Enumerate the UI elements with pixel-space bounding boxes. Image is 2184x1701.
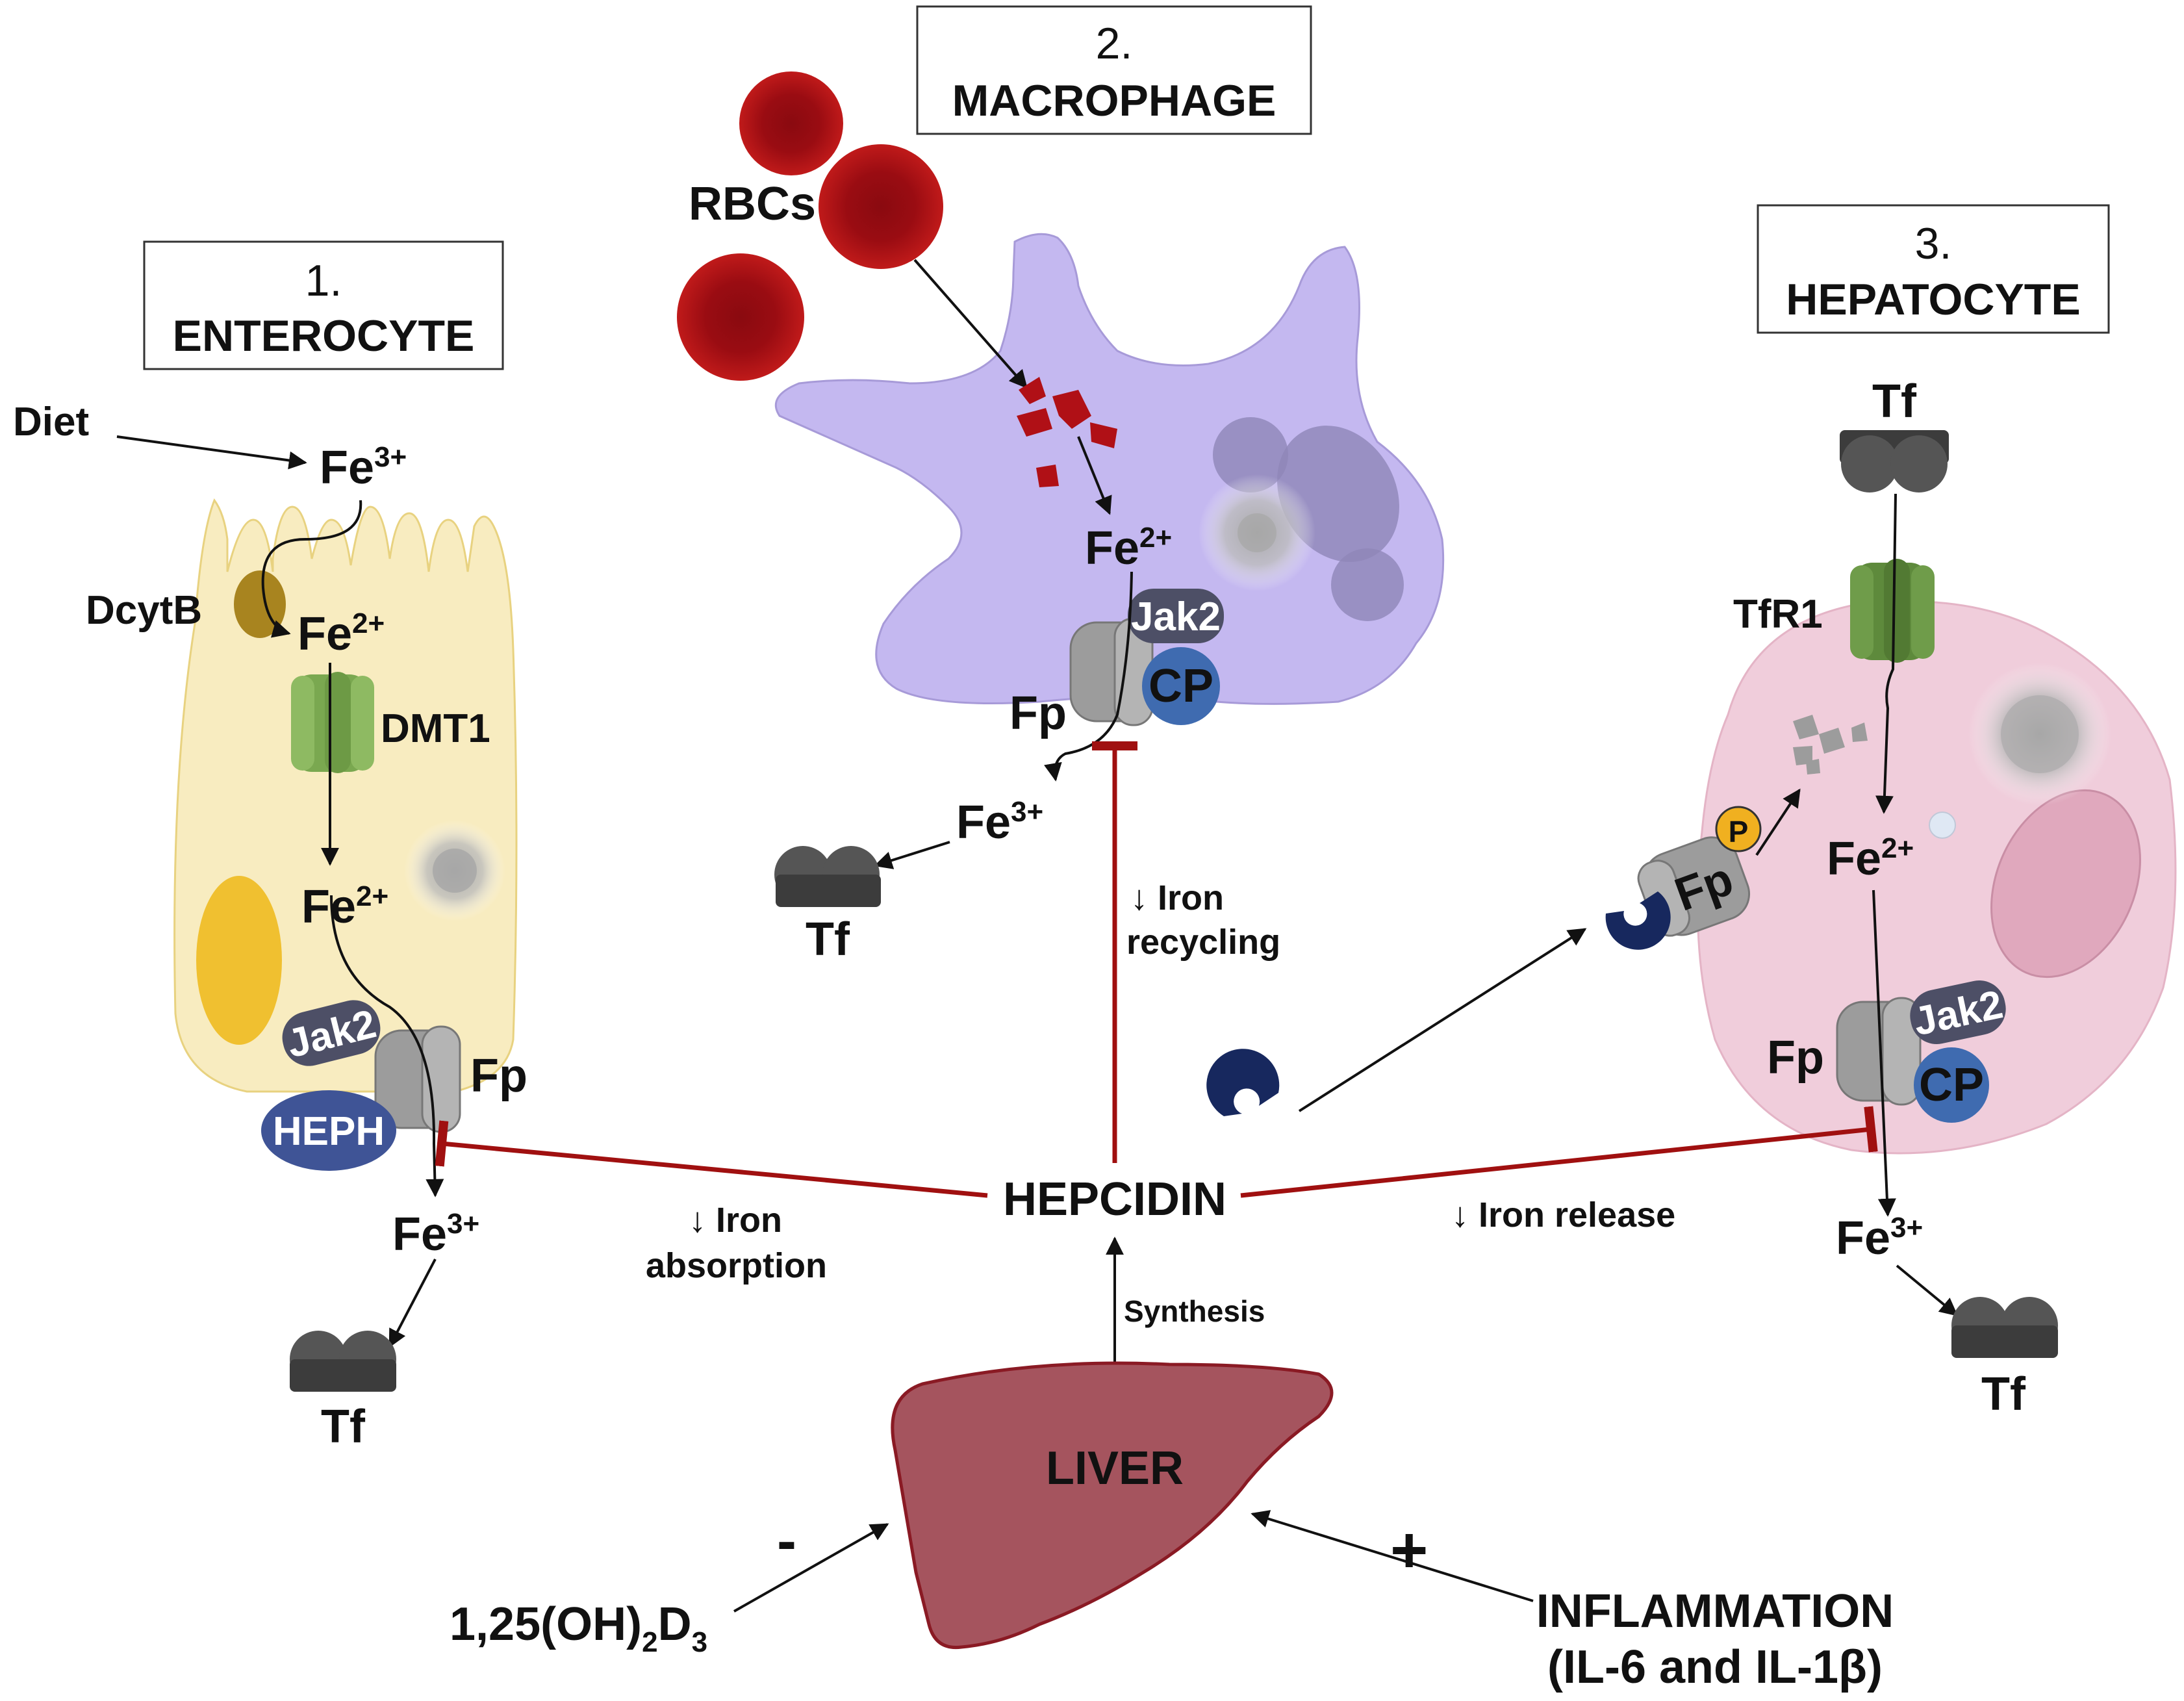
enterocyte-number: 1.: [305, 256, 342, 305]
enterocyte-label: ENTEROCYTE: [173, 311, 475, 361]
dcytb-label: DcytB: [86, 588, 202, 633]
macrophage-label: MACROPHAGE: [952, 76, 1276, 125]
minus-sign: -: [777, 1509, 796, 1574]
inflammation-arrow: [1251, 1510, 1534, 1602]
phosphate-group: P: [1715, 806, 1762, 852]
plus-sign: +: [1390, 1514, 1428, 1587]
svg-text:CP: CP: [1149, 660, 1213, 712]
macrophage-tf-arrow: [874, 841, 950, 869]
fp-degradation-arrow: [1755, 788, 1801, 856]
macrophage-ceruloplasmin: CP: [1142, 647, 1220, 725]
enterocyte-tf-arrow: [388, 1259, 437, 1348]
macrophage-fp-label: Fp: [1009, 687, 1067, 739]
vitamin-d-arrow: [733, 1523, 889, 1613]
hepatocyte-tf-bottom-label: Tf: [1981, 1368, 2026, 1420]
svg-text:LIVER: LIVER: [1046, 1442, 1184, 1494]
hepcidin-bound-icon: [1605, 891, 1671, 950]
hepatocyte-cell: [1696, 600, 2177, 1155]
macrophage-fe3: Fe3+: [956, 796, 1043, 849]
macrophage-jak2: Jak2: [1128, 589, 1224, 643]
enterocyte-cell: [173, 498, 518, 1093]
hepatocyte-number: 3.: [1915, 219, 1952, 268]
hepatocyte-nucleus: [1990, 789, 2141, 978]
inflammation-line2: (IL-6 and IL-1β): [1547, 1641, 1883, 1693]
hepatocyte-ceruloplasmin: CP: [1914, 1047, 1989, 1123]
hepatocyte-transferrin-top: [1840, 430, 1949, 492]
rbc-2: [677, 253, 804, 381]
rbc-fragments: [1017, 377, 1117, 487]
tfr1-import-arrow: [1875, 493, 1897, 814]
iron-recycling-line1: ↓ Iron: [1130, 878, 1224, 917]
hepatocyte-fe2: Fe2+: [1827, 832, 1914, 885]
dmt1-label: DMT1: [381, 706, 490, 751]
hepatocyte-label: HEPATOCYTE: [1786, 275, 2080, 324]
hepatocyte-tf-arrow: [1896, 1264, 1959, 1316]
synthesis-label: Synthesis: [1124, 1294, 1265, 1328]
rbc-3: [819, 144, 943, 269]
inflammation-line1: INFLAMMATION: [1536, 1585, 1894, 1637]
hepatocyte-ferroportin: [1836, 997, 1922, 1106]
macrophage-tf-label: Tf: [806, 914, 850, 966]
enterocyte-transferrin: [290, 1331, 396, 1392]
svg-text:CP: CP: [1919, 1059, 1984, 1111]
macrophage-ferroportin: [1069, 617, 1154, 726]
phagocytosis-arrow: [913, 259, 1028, 389]
hepcidin-to-fp-arrow: [1298, 928, 1587, 1112]
iron-absorption-line1: ↓ Iron: [689, 1201, 782, 1240]
svg-text:Jak2: Jak2: [1131, 595, 1221, 639]
dcytb-reduction-arrow: [261, 500, 362, 638]
heph-enzyme: HEPH: [261, 1090, 396, 1171]
red-blood-cells: [677, 71, 943, 381]
enterocyte-fe3-bottom: Fe3+: [392, 1208, 479, 1260]
hepatocyte-fe3: Fe3+: [1836, 1212, 1923, 1264]
enterocyte-nucleus: [196, 876, 282, 1045]
diet-arrow: [116, 435, 307, 470]
dmt1-transporter: [291, 672, 374, 773]
macrophage-organelle: [1213, 417, 1288, 492]
svg-text:P: P: [1729, 815, 1749, 849]
vitamin-d-label: 1,25(OH)2D3: [450, 1598, 707, 1658]
hepcidin-label: HEPCIDIN: [1003, 1173, 1226, 1225]
rbcs-label: RBCs: [689, 178, 816, 230]
tfr1-label: TfR1: [1733, 592, 1823, 637]
macrophage-export-arrow: [1044, 571, 1133, 782]
rbc-1: [739, 71, 843, 175]
iron-absorption-line2: absorption: [646, 1246, 827, 1285]
hepatocyte-fp-label: Fp: [1767, 1032, 1824, 1084]
diet-label: Diet: [13, 400, 89, 444]
enterocyte-fe2-a: Fe2+: [298, 608, 385, 660]
hepcidin-icon: [1206, 1049, 1280, 1116]
macrophage-fe2: Fe2+: [1085, 522, 1172, 574]
macrophage-number: 2.: [1096, 19, 1133, 68]
svg-text:HEPH: HEPH: [273, 1109, 385, 1154]
hepatocyte-title-box: 3. HEPATOCYTE: [1757, 204, 2110, 334]
liver-organ: LIVER: [891, 1361, 1334, 1650]
hepcidin-inhibits-enterocyte: [435, 1120, 988, 1198]
iron-recycling-line2: recycling: [1126, 923, 1280, 962]
macrophage-transferrin: [774, 846, 881, 907]
enterocyte-fp-label: Fp: [470, 1050, 527, 1102]
hepcidin-inhibits-hepatocyte: [1240, 1106, 1878, 1198]
hepatocyte-transferrin-bottom: [1951, 1297, 2058, 1358]
hepatocyte-export-arrow: [1872, 889, 1896, 1217]
macrophage-title-box: 2. MACROPHAGE: [916, 5, 1312, 135]
degraded-ferroportin-fragments: [1793, 715, 1868, 774]
enterocyte-fe2-b: Fe2+: [301, 880, 388, 933]
iron-release-label: ↓ Iron release: [1451, 1196, 1675, 1234]
enterocyte-export-arrow: [330, 895, 444, 1197]
enterocyte-fe3-top: Fe3+: [320, 441, 407, 494]
heme-degradation-arrow: [1077, 436, 1112, 515]
hepatocyte-tf-top-label: Tf: [1872, 376, 1917, 428]
macrophage-cell: [774, 233, 1445, 705]
enterocyte-title-box: 1. ENTEROCYTE: [143, 240, 504, 370]
enterocyte-tf-label: Tf: [321, 1401, 366, 1453]
tfr1-receptor: [1850, 559, 1935, 663]
